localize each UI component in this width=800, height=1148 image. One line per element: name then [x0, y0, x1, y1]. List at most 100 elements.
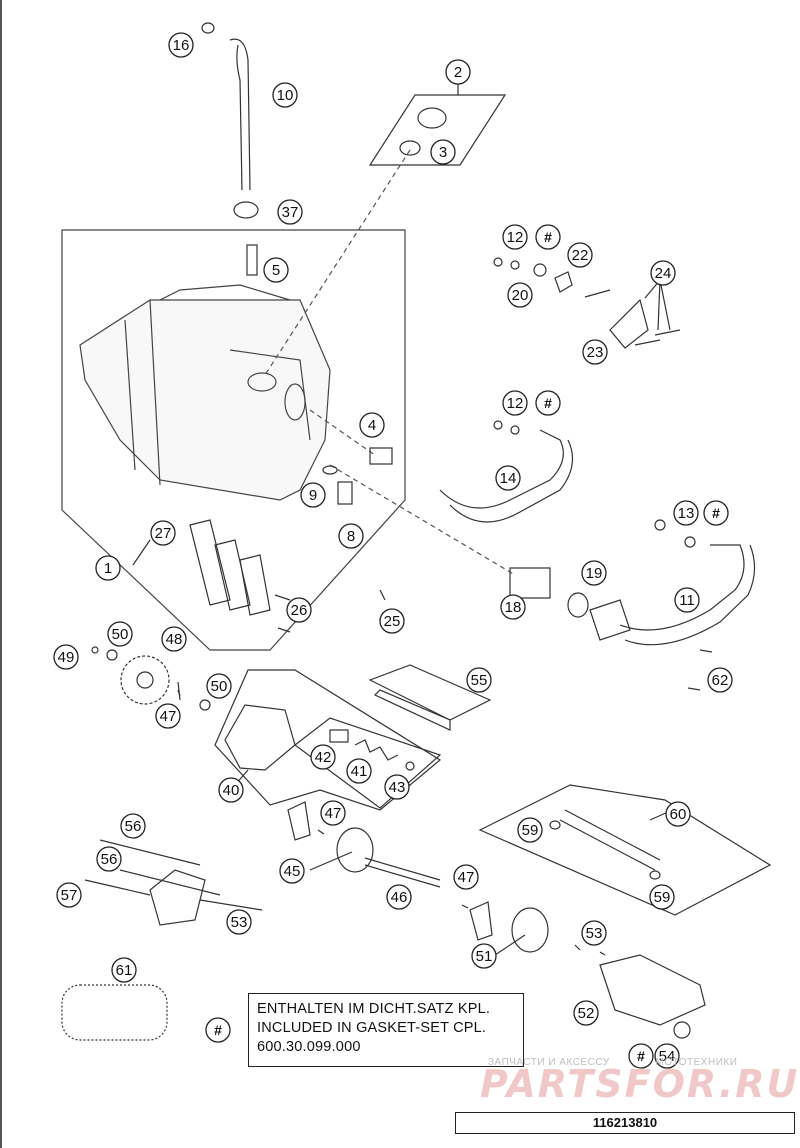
filler-cap-group-outline	[368, 94, 507, 166]
callout-circle	[272, 82, 298, 108]
part-16	[201, 22, 215, 34]
callout-label: 46	[391, 889, 408, 906]
callout-c52: 52	[573, 1000, 599, 1026]
callout-circle	[445, 59, 471, 85]
vent-hose	[229, 38, 251, 191]
callout-circle	[384, 774, 410, 800]
callout-c12a: 12	[502, 224, 528, 250]
callout-c41: 41	[346, 758, 372, 784]
callout-circle	[665, 801, 691, 827]
callout-cH4: #	[205, 1017, 231, 1043]
callout-label: 40	[223, 782, 240, 799]
callout-label: 61	[116, 962, 133, 979]
watermark-caption: ЗАПЧАСТИ И АКСЕССУ МОТОТЕХНИКИ	[488, 1057, 738, 1068]
callout-label: 20	[512, 287, 529, 304]
callout-circle	[673, 500, 699, 526]
callout-circle	[320, 800, 346, 826]
callout-label: 60	[670, 806, 687, 823]
callout-c4: 4	[359, 412, 385, 438]
callout-c13: 13	[673, 500, 699, 526]
callout-c42: 42	[310, 744, 336, 770]
callout-circle	[111, 957, 137, 983]
part-20	[533, 263, 547, 277]
callout-label: 1	[104, 560, 112, 577]
callout-c1: 1	[95, 555, 121, 581]
callout-c40: 40	[218, 777, 244, 803]
callout-c3: 3	[430, 139, 456, 165]
callout-label: 41	[351, 763, 368, 780]
callout-circle	[226, 909, 252, 935]
shaft-46	[364, 857, 441, 881]
rotor-51	[511, 907, 549, 953]
callout-c11: 11	[674, 587, 700, 613]
drawing-number: 116213810	[455, 1112, 795, 1134]
filter-screen-18	[509, 567, 551, 599]
callout-circle	[471, 943, 497, 969]
callout-label: 19	[586, 565, 603, 582]
oil-pipe-60	[564, 809, 661, 861]
callout-circle	[346, 758, 372, 784]
callout-c59a: 59	[517, 817, 543, 843]
filler-cap	[417, 107, 447, 129]
callout-label: 26	[291, 602, 308, 619]
relief-valve-group-outline	[294, 717, 442, 809]
callout-label: 12	[507, 395, 524, 412]
callout-circle	[95, 555, 121, 581]
callout-circle	[205, 1017, 231, 1043]
callout-c62: 62	[707, 667, 733, 693]
callout-c9: 9	[300, 482, 326, 508]
callout-c24: 24	[650, 260, 676, 286]
callout-circle	[674, 587, 700, 613]
oil-pump-cover-group-outline	[214, 669, 442, 811]
callout-circle	[582, 339, 608, 365]
callout-circle	[120, 813, 146, 839]
strainer-55	[368, 664, 492, 721]
callout-circle	[581, 920, 607, 946]
o-ring-3	[399, 140, 421, 156]
callout-label: 59	[654, 889, 671, 906]
callout-cH2: #	[535, 390, 561, 416]
callout-c55: 55	[466, 667, 492, 693]
callout-circle	[338, 523, 364, 549]
callout-circle	[502, 224, 528, 250]
callout-c61: 61	[111, 957, 137, 983]
note-line-1: ENTHALTEN IM DICHT.SATZ KPL.	[257, 1001, 491, 1017]
spring-41	[354, 739, 399, 761]
callout-label: 18	[505, 599, 522, 616]
callout-c54: 54	[654, 1043, 680, 1069]
callout-c23: 23	[582, 339, 608, 365]
callout-label: 45	[284, 863, 301, 880]
callout-label: 62	[712, 672, 729, 689]
callout-label: 2	[454, 64, 462, 81]
callout-c20: 20	[507, 282, 533, 308]
callout-label: 50	[112, 626, 129, 643]
callout-label: 55	[471, 672, 488, 689]
callout-c27: 27	[150, 520, 176, 546]
callout-circle	[507, 282, 533, 308]
callout-label: 56	[101, 851, 118, 868]
callout-circle	[96, 846, 122, 872]
callout-label: 52	[578, 1005, 595, 1022]
callout-c10: 10	[272, 82, 298, 108]
callout-c53a: 53	[226, 909, 252, 935]
callout-circle	[573, 1000, 599, 1026]
callout-circle	[300, 482, 326, 508]
oil-hose-11	[619, 544, 745, 631]
callout-circle	[430, 139, 456, 165]
callout-label: #	[544, 395, 552, 411]
callout-circle	[277, 199, 303, 225]
callout-label: 48	[166, 631, 183, 648]
callout-circle	[581, 560, 607, 586]
callout-label: 43	[389, 779, 406, 796]
callout-label: 51	[476, 948, 493, 965]
callout-c2: 2	[445, 59, 471, 85]
callout-c12b: 12	[502, 390, 528, 416]
sprocket-48	[120, 655, 170, 705]
callout-circle	[168, 32, 194, 58]
fitting-4	[369, 447, 393, 465]
callout-label: 54	[659, 1048, 676, 1065]
callout-circle	[218, 777, 244, 803]
part-22	[554, 271, 573, 293]
